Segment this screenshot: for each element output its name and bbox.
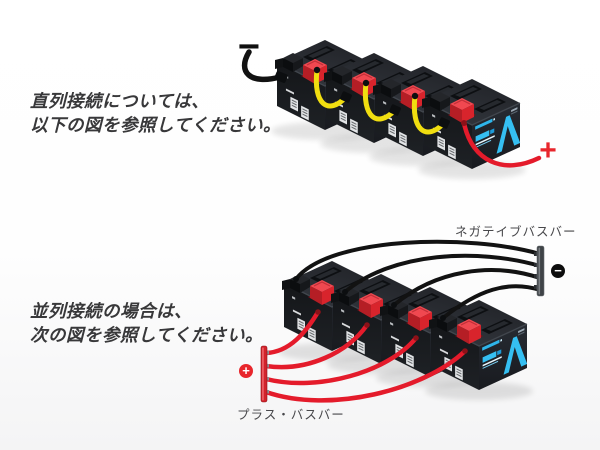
positive-busbar-label: プラス・バスバー: [237, 408, 345, 422]
jumper-cable-1: [313, 67, 349, 109]
negative-busbar-label: ネガテイブバスバー: [455, 225, 577, 239]
series-heading: 直列接続については、 以下の図を参照してください。: [30, 89, 281, 137]
parallel-heading-line1: 並列接続の場合は、: [30, 301, 192, 321]
parallel-positive-cables: [263, 309, 468, 403]
jumper-cable-3: [411, 93, 447, 135]
positive-cable-1: [263, 309, 321, 356]
series-jumper-cables: [313, 67, 447, 135]
parallel-diagram: [260, 239, 545, 403]
positive-busbar-plus-icon: +: [239, 364, 253, 378]
series-heading-line1: 直列接続については、: [30, 91, 210, 111]
negative-busbar: [534, 245, 545, 297]
negative-cable-2: [343, 253, 542, 294]
parallel-heading-line2: 次の図を参照してください。: [30, 325, 263, 345]
positive-cable-2: [263, 322, 370, 370]
negative-cable-1: [294, 239, 542, 281]
series-heading-line2: 以下の図を参照してください。: [30, 115, 281, 135]
series-minus-symbol: −: [237, 25, 261, 68]
negative-cable-3: [392, 268, 542, 307]
positive-cable-4: [263, 348, 468, 403]
positive-cable-3: [263, 335, 419, 386]
series-positive-cable: [461, 120, 542, 168]
negative-cable-4: [441, 284, 542, 320]
negative-busbar-minus-icon: −: [551, 264, 565, 278]
jumper-cable-2: [362, 80, 398, 122]
negative-cable-connector: [274, 71, 288, 83]
series-diagram: [241, 40, 542, 179]
series-plus-symbol: +: [539, 134, 557, 167]
negative-cable-clamps: [293, 276, 446, 321]
positive-cable-clamp: [461, 120, 467, 126]
parallel-negative-cables: [294, 239, 542, 320]
jumper-connectors: [313, 66, 450, 129]
positive-busbar: [260, 345, 269, 403]
parallel-heading: 並列接続の場合は、 次の図を参照してください。: [30, 299, 263, 347]
series-negative-cable: [241, 49, 283, 83]
positive-cable-clamps: [315, 309, 468, 354]
